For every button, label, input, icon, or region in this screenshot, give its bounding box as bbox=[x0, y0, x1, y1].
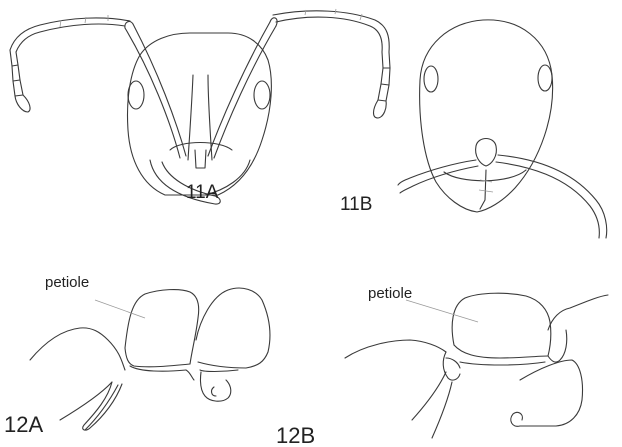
fig-11a-label: 11A bbox=[186, 182, 219, 203]
fig-12a-petiole-callout: petiole bbox=[45, 274, 89, 291]
fig-11a-head-drawing bbox=[10, 9, 390, 204]
fig-12b-label: 12B bbox=[276, 423, 315, 447]
fig-12a-label: 12A bbox=[4, 412, 43, 437]
fig-11b-head-drawing bbox=[398, 20, 607, 238]
fig-12b-petiole-callout: petiole bbox=[368, 285, 412, 302]
fig-11b-label: 11B bbox=[340, 194, 372, 215]
fig-12b-petiole-drawing bbox=[345, 293, 608, 438]
fig-12a-petiole-drawing bbox=[30, 288, 270, 430]
